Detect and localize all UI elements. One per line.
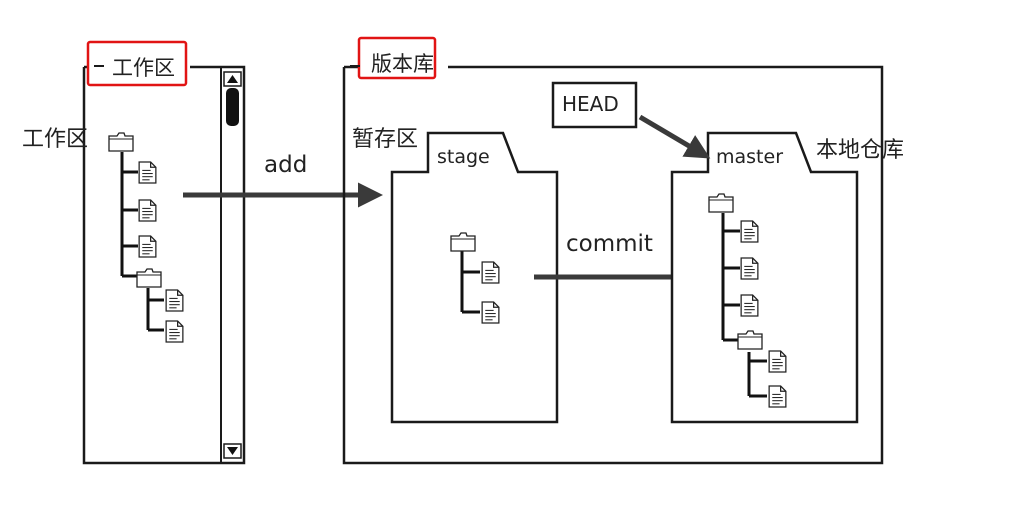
add-arrow: add <box>183 152 383 208</box>
file-icon <box>138 161 157 184</box>
stage-folder-label: stage <box>437 146 490 168</box>
folder-icon <box>737 330 763 350</box>
triangle-down-icon <box>227 447 238 455</box>
file-icon <box>165 320 184 343</box>
workspace-scrollbar[interactable] <box>220 67 242 463</box>
master-side-label: 本地仓库 <box>816 138 904 163</box>
folder-icon <box>450 232 476 252</box>
commit-label: commit <box>566 231 653 257</box>
folder-icon <box>136 268 162 288</box>
workspace-side-label: 工作区 <box>22 127 88 152</box>
stage-side-label: 暂存区 <box>352 127 418 152</box>
file-icon <box>768 385 787 408</box>
file-icon <box>138 235 157 258</box>
file-icon <box>481 261 500 284</box>
workspace-panel: 工作区 <box>82 40 246 465</box>
workspace-title-highlight <box>86 40 188 87</box>
file-icon <box>740 257 759 280</box>
repository-frame-title: 版本库 <box>371 52 434 76</box>
stage-file-tree <box>450 232 500 324</box>
file-icon <box>768 350 787 373</box>
workspace-file-tree <box>108 132 184 343</box>
master-file-tree <box>708 193 787 408</box>
repository-title-highlight <box>357 36 437 80</box>
workspace-frame-title: 工作区 <box>112 56 175 80</box>
head-box <box>551 81 638 129</box>
file-icon <box>165 289 184 312</box>
master-folder: master <box>670 131 859 424</box>
stage-folder: stage <box>390 131 559 424</box>
head-arrow <box>638 114 711 159</box>
repository-panel: 版本库 stage commit master <box>342 36 884 465</box>
head-label: HEAD <box>562 92 619 116</box>
head-pointer: HEAD <box>551 81 711 159</box>
folder-icon <box>108 132 134 152</box>
master-folder-label: master <box>716 146 783 168</box>
folder-icon <box>708 193 734 213</box>
triangle-up-icon <box>227 75 238 83</box>
commit-arrow: commit <box>534 231 702 290</box>
add-label: add <box>264 152 307 178</box>
file-icon <box>740 294 759 317</box>
scrollbar-thumb[interactable] <box>226 88 239 126</box>
file-icon <box>740 220 759 243</box>
file-icon <box>481 301 500 324</box>
file-icon <box>138 199 157 222</box>
